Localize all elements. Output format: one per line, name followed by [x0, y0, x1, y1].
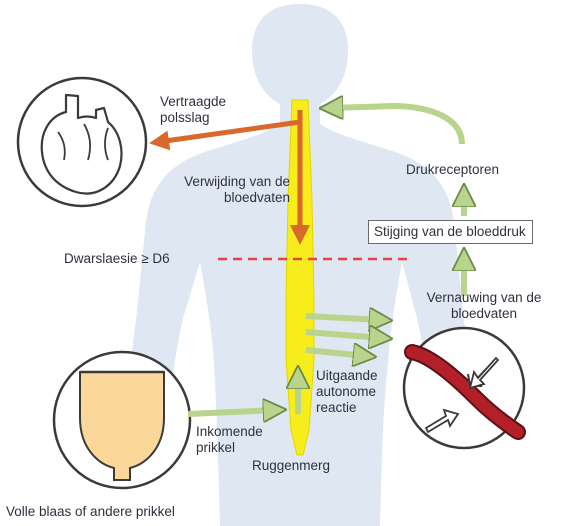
- bladder-label: Volle blaas of andere prikkel: [6, 504, 175, 520]
- bp-rise-box: Stijging van de bloeddruk: [368, 220, 533, 244]
- pressure-receptors-label: Drukreceptoren: [406, 162, 499, 178]
- heart-icon: [18, 78, 146, 206]
- bladder-icon: [54, 352, 190, 488]
- outgoing-response-label: Uitgaande autonome reactie: [316, 368, 390, 416]
- lesion-label: Dwarslaesie ≥ D6: [64, 251, 170, 267]
- slow-heartbeat-label: Vertraagde polsslag: [160, 94, 240, 126]
- incoming-stimulus-label: Inkomende prikkel: [196, 424, 276, 456]
- blood-vessel-icon: [404, 328, 524, 448]
- vasodilation-label: Verwijding van de bloedvaten: [130, 174, 290, 206]
- vasoconstriction-label: Vernauwing van de bloedvaten: [398, 290, 570, 322]
- spinal-cord-label: Ruggenmerg: [252, 458, 330, 474]
